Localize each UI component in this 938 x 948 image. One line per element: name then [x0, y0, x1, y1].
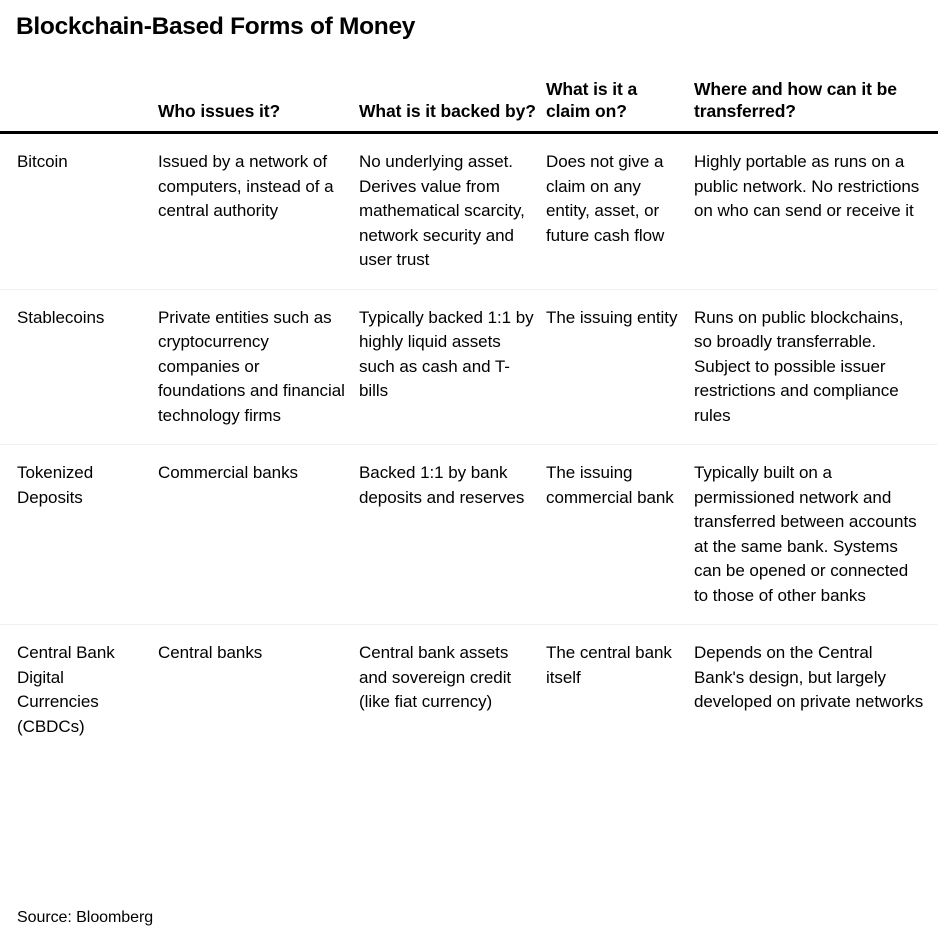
- row-backing: No underlying asset. Derives value from …: [359, 152, 525, 269]
- row-issuer: Private entities such as cryptocurrency …: [158, 307, 345, 425]
- column-header-backing: What is it backed by?: [359, 101, 536, 121]
- row-claim: The issuing commercial bank: [546, 463, 674, 507]
- page-title: Blockchain-Based Forms of Money: [16, 13, 416, 40]
- column-header-issuer: Who issues it?: [158, 101, 281, 121]
- row-transfer: Depends on the Central Bank's design, bu…: [694, 643, 924, 711]
- row-issuer: Issued by a network of computers, instea…: [158, 152, 334, 220]
- money-forms-table: Who issues it? What is it backed by? Wha…: [0, 78, 938, 755]
- row-claim: The issuing entity: [546, 307, 678, 327]
- row-transfer: Runs on public blockchains, so broadly t…: [694, 307, 904, 425]
- row-issuer: Commercial banks: [158, 463, 298, 482]
- row-backing: Central bank assets and sovereign credit…: [359, 643, 512, 711]
- row-backing: Typically backed 1:1 by highly liquid as…: [359, 307, 534, 401]
- row-category: Bitcoin: [17, 152, 68, 171]
- row-transfer: Highly portable as runs on a public netw…: [694, 152, 920, 220]
- table-row: Stablecoins Private entities such as cry…: [0, 290, 938, 445]
- row-category: Stablecoins: [17, 307, 105, 327]
- table-header-row: Who issues it? What is it backed by? Wha…: [0, 78, 938, 134]
- source-note: Source: Bloomberg: [17, 909, 154, 926]
- column-header-transfer: Where and how can it be transferred?: [694, 79, 897, 121]
- column-header-claim: What is it a claim on?: [546, 79, 638, 121]
- row-category: Central Bank Digital Currencies (CBDCs): [17, 643, 115, 736]
- row-category: Tokenized Deposits: [17, 463, 94, 507]
- table-row: Bitcoin Issued by a network of computers…: [0, 134, 938, 290]
- table-row: Tokenized Deposits Commercial banks Back…: [0, 445, 938, 625]
- table-row: Central Bank Digital Currencies (CBDCs) …: [0, 625, 938, 755]
- row-claim: The central bank itself: [546, 643, 672, 687]
- row-claim: Does not give a claim on any entity, ass…: [546, 152, 665, 245]
- row-backing: Backed 1:1 by bank deposits and reserves: [359, 463, 525, 507]
- row-transfer: Typically built on a permissioned networ…: [694, 463, 917, 605]
- row-issuer: Central banks: [158, 643, 263, 662]
